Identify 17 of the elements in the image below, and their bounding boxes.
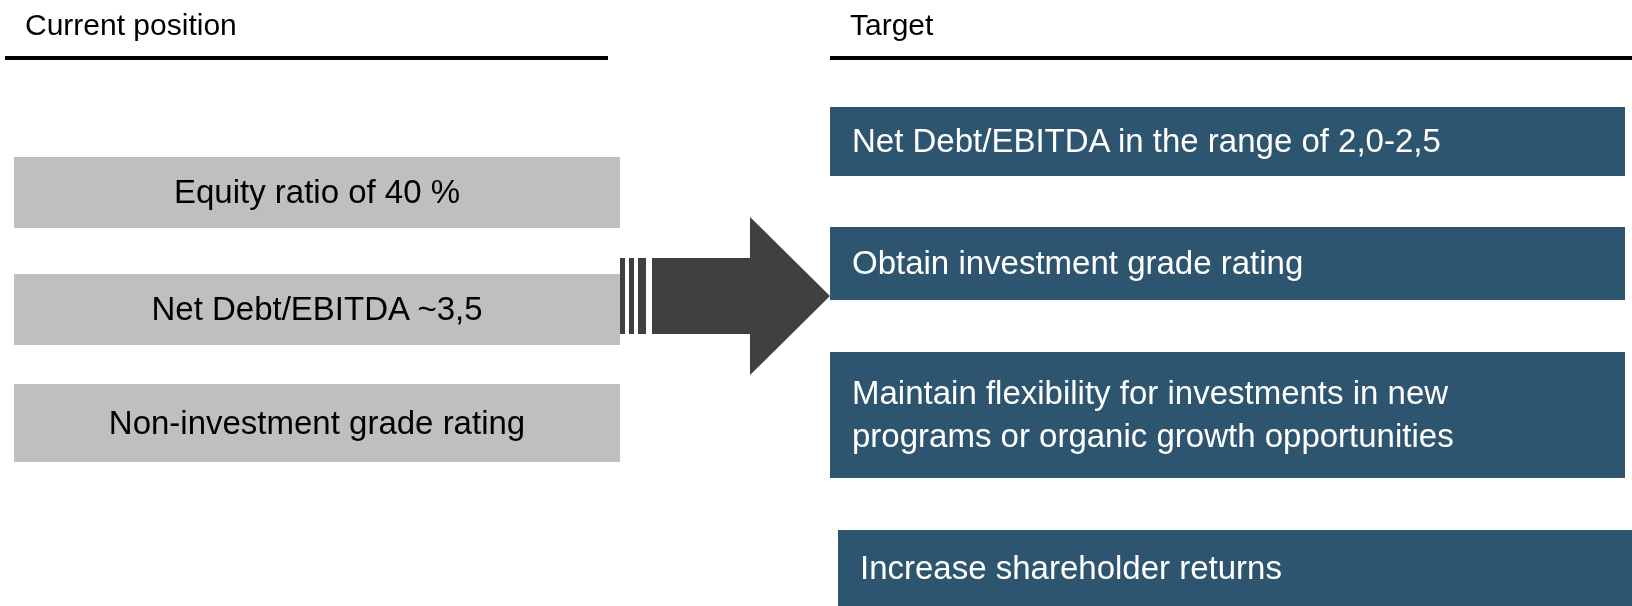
target-box bbox=[830, 227, 1625, 300]
box-text: Equity ratio of 40 % bbox=[173, 172, 461, 213]
box-text: Net Debt/EBITDA ~3,5 bbox=[151, 289, 483, 330]
status-box bbox=[14, 384, 620, 462]
box-text: Increase shareholder returns bbox=[860, 547, 1282, 588]
box-text: Non-investment grade rating bbox=[108, 402, 526, 443]
target-box bbox=[838, 530, 1632, 606]
target-box bbox=[830, 352, 1625, 478]
box-text: Maintain flexibility for investments in new programs or organic growth opportunities bbox=[852, 373, 1455, 456]
status-box bbox=[14, 157, 620, 228]
block-arrow bbox=[620, 217, 830, 375]
box-text: Net Debt/EBITDA in the range of 2,0-2,5 bbox=[852, 121, 1441, 162]
column-heading: Target bbox=[850, 8, 934, 42]
target-box bbox=[830, 107, 1625, 176]
status-box bbox=[14, 274, 620, 345]
box-text: Obtain investment grade rating bbox=[852, 243, 1304, 284]
column-heading: Current position bbox=[25, 8, 237, 42]
